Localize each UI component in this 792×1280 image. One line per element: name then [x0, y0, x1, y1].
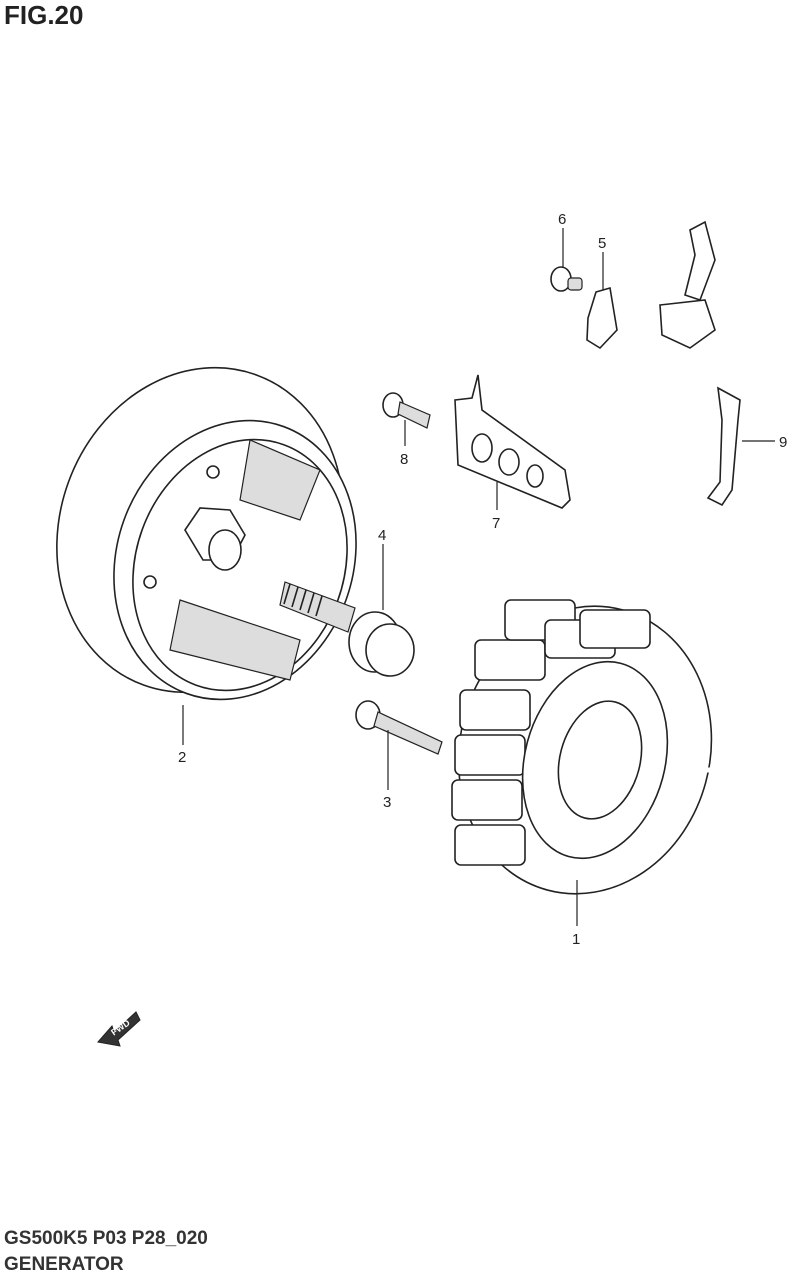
figure-number: FIG.20 [4, 0, 84, 30]
part-stator-screw[interactable] [355, 700, 443, 755]
part-clamp-9[interactable] [706, 386, 741, 507]
callout-2: 2 [178, 749, 186, 766]
callout-9: 9 [779, 434, 787, 451]
callout-4: 4 [378, 527, 386, 544]
part-screw-6[interactable] [550, 266, 583, 292]
callout-6: 6 [558, 211, 566, 228]
callout-7: 7 [492, 515, 500, 532]
callout-5: 5 [598, 235, 606, 252]
part-bracket-7[interactable] [454, 374, 571, 509]
callout-1: 1 [572, 931, 580, 948]
part-screw-8[interactable] [382, 392, 431, 429]
diagram-code: GS500K5 P03 P28_020 [4, 1228, 208, 1249]
diagram-title: GENERATOR [4, 1254, 124, 1275]
part-rotor[interactable] [12, 327, 394, 734]
part-rotor-bolt[interactable] [279, 581, 415, 677]
part-plate-5[interactable] [586, 286, 618, 350]
callout-3: 3 [383, 794, 391, 811]
callout-8: 8 [400, 451, 408, 468]
fwd-direction-arrow-icon: FWD [97, 1011, 141, 1047]
part-wire-harness[interactable] [619, 220, 743, 773]
part-stator[interactable] [427, 578, 744, 923]
